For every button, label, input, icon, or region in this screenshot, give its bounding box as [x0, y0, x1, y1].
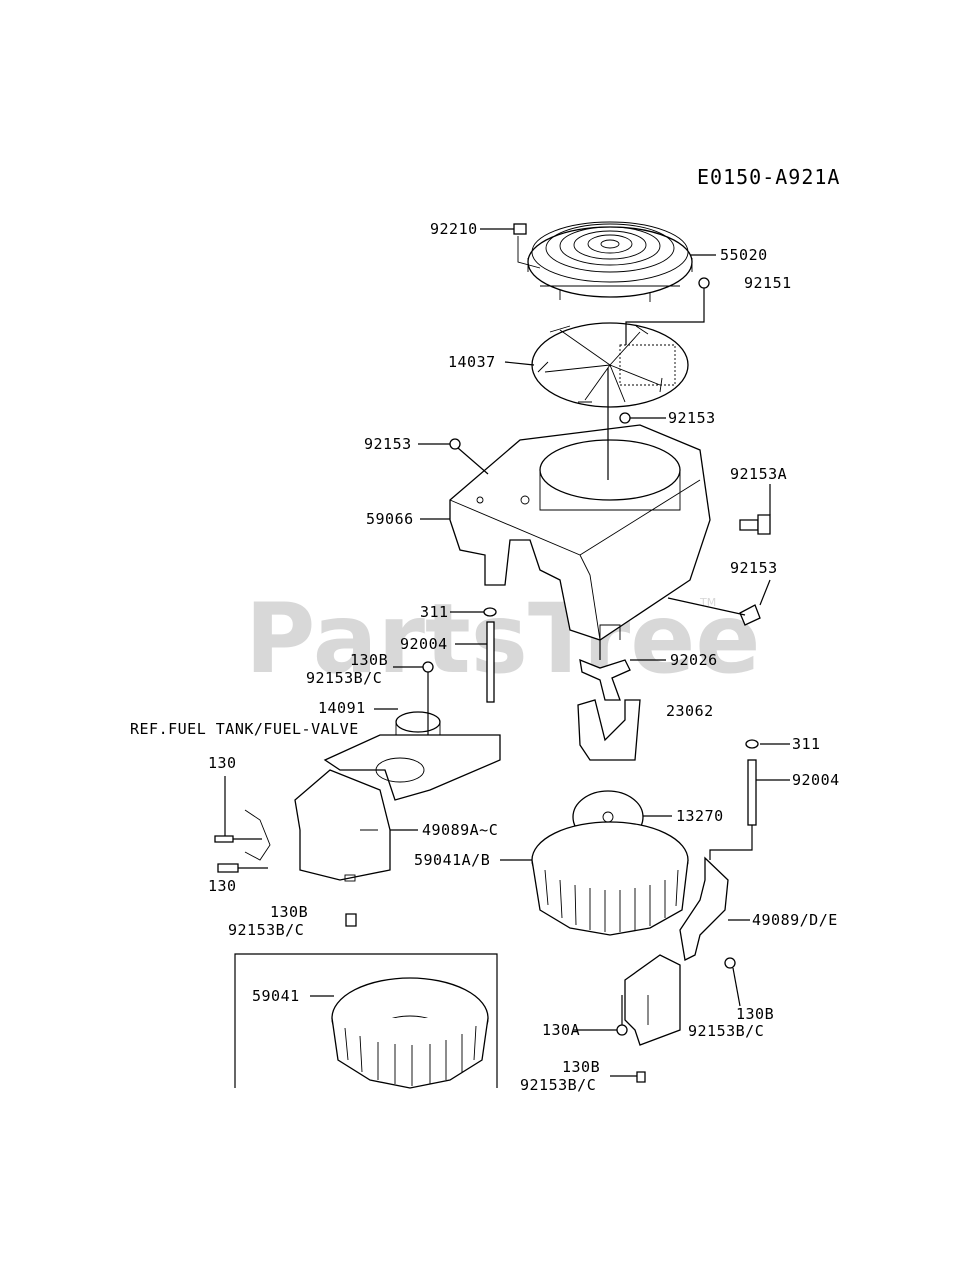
- callout-92151[interactable]: 92151: [744, 274, 792, 292]
- watermark-text: PartsTree: [245, 583, 760, 695]
- part-14037-plate[interactable]: [531, 322, 689, 408]
- part-130B-bolt-right[interactable]: [724, 957, 736, 969]
- part-92153A-bolt[interactable]: [739, 514, 771, 535]
- callout-92153B-C-right[interactable]: 92153B/C: [688, 1022, 764, 1040]
- callout-92004-upper[interactable]: 92004: [400, 635, 448, 653]
- part-49089-D-E-cover[interactable]: [624, 856, 729, 1046]
- callout-49089-D-E[interactable]: 49089/D/E: [752, 911, 838, 929]
- callout-130B-right[interactable]: 130B: [736, 1005, 774, 1023]
- callout-130A[interactable]: 130A: [542, 1021, 580, 1039]
- callout-92153-top[interactable]: 92153: [668, 409, 716, 427]
- callout-130-lower[interactable]: 130: [208, 877, 237, 895]
- callout-92153-right[interactable]: 92153: [730, 559, 778, 577]
- part-92004-stud-right[interactable]: [709, 759, 757, 860]
- part-92153-bolt-left[interactable]: [449, 438, 489, 475]
- callout-130-upper[interactable]: 130: [208, 754, 237, 772]
- part-130-bolt-lower[interactable]: [217, 863, 239, 873]
- part-59041A-B-fan[interactable]: [531, 821, 689, 936]
- part-92151-bolt[interactable]: [698, 277, 710, 296]
- callout-92153B-C-upper[interactable]: 92153B/C: [306, 669, 382, 687]
- callout-13270[interactable]: 13270: [676, 807, 724, 825]
- part-130A-bolt[interactable]: [616, 1024, 628, 1036]
- callout-23062[interactable]: 23062: [666, 702, 714, 720]
- part-92026-bracket[interactable]: [579, 658, 631, 701]
- callout-92026[interactable]: 92026: [670, 651, 718, 669]
- callout-130B-bottom[interactable]: 130B: [562, 1058, 600, 1076]
- part-59066-shroud[interactable]: [449, 424, 711, 641]
- callout-59041[interactable]: 59041: [252, 987, 300, 1005]
- callout-14037[interactable]: 14037: [448, 353, 496, 371]
- callout-labels: 92210 55020 92151 14037 92153 92153 9215…: [130, 220, 840, 1094]
- callout-311-upper[interactable]: 311: [420, 603, 449, 621]
- callout-55020[interactable]: 55020: [720, 246, 768, 264]
- part-311-nut-right[interactable]: [745, 739, 759, 749]
- callout-92210[interactable]: 92210: [430, 220, 478, 238]
- part-92004-stud-upper[interactable]: [486, 621, 495, 703]
- part-92153-bolt-right[interactable]: [739, 604, 761, 626]
- callout-130B-left[interactable]: 130B: [270, 903, 308, 921]
- callout-49089A-C[interactable]: 49089A~C: [422, 821, 498, 839]
- part-130B-bolt-lower-left[interactable]: [345, 913, 357, 927]
- part-130B-bolt-bottom[interactable]: [636, 1071, 646, 1083]
- callout-130B-upper[interactable]: 130B: [350, 651, 388, 669]
- callout-311-right[interactable]: 311: [792, 735, 821, 753]
- part-59041-fan[interactable]: [331, 977, 489, 1089]
- part-92153-bolt-top[interactable]: [619, 412, 631, 424]
- part-311-nut-upper[interactable]: [483, 607, 497, 617]
- diagram-code: E0150-A921A: [697, 165, 840, 189]
- callout-92153A[interactable]: 92153A: [730, 465, 787, 483]
- callout-92004-right[interactable]: 92004: [792, 771, 840, 789]
- leader-lines: [224, 228, 790, 1077]
- callout-92153B-C-bottom[interactable]: 92153B/C: [520, 1076, 596, 1094]
- callout-59041A-B[interactable]: 59041A/B: [414, 851, 490, 869]
- part-23062-stay[interactable]: [577, 699, 641, 761]
- reference-note: REF.FUEL TANK/FUEL-VALVE: [130, 720, 359, 738]
- callout-92153B-C-left[interactable]: 92153B/C: [228, 921, 304, 939]
- callout-59066[interactable]: 59066: [366, 510, 414, 528]
- part-55020-screen[interactable]: [527, 221, 693, 302]
- part-49089A-C-cover[interactable]: [294, 734, 501, 882]
- callout-92153-left[interactable]: 92153: [364, 435, 412, 453]
- callout-14091[interactable]: 14091: [318, 699, 366, 717]
- inset-box: [234, 953, 498, 1088]
- part-130-bolt-upper[interactable]: [214, 809, 271, 861]
